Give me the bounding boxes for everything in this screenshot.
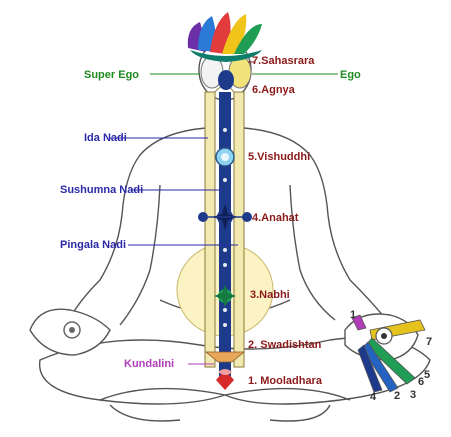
label-agnya: 6.Agnya [252,84,296,96]
label-pingala-nadi: Pingala Nadi [60,239,126,251]
label-sushumna-nadi: Sushumna Nadi [60,184,143,196]
label-mooladhara: 1. Mooladhara [248,375,323,387]
finger-7: 7 [426,336,432,348]
label-sahasrara: 7.Sahasrara [252,55,315,67]
agnya-center [218,70,234,90]
finger-5: 5 [424,369,430,381]
vishuddhi-center [216,148,234,166]
right-channel [234,92,244,367]
label-ida-nadi: Ida Nadi [84,132,127,144]
finger-1: 1 [350,309,356,321]
mooladhara-center [216,369,234,390]
right-hand [345,314,425,392]
finger-3: 3 [410,389,416,401]
sahasrara-lotus [188,12,262,62]
finger-4: 4 [370,391,377,403]
label-nabhi: 3.Nabhi [250,289,290,301]
center-channel [219,92,231,382]
finger-2: 2 [394,390,400,402]
label-super-ego: Super Ego [84,69,139,81]
left-channel [205,92,215,367]
left-hand [30,309,110,355]
label-swadishtan: 2. Swadishtan [248,339,322,351]
label-kundalini: Kundalini [124,358,174,370]
label-ego: Ego [340,69,361,81]
label-anahat: 4.Anahat [252,212,299,224]
label-vishuddhi: 5.Vishuddhi [248,151,310,163]
